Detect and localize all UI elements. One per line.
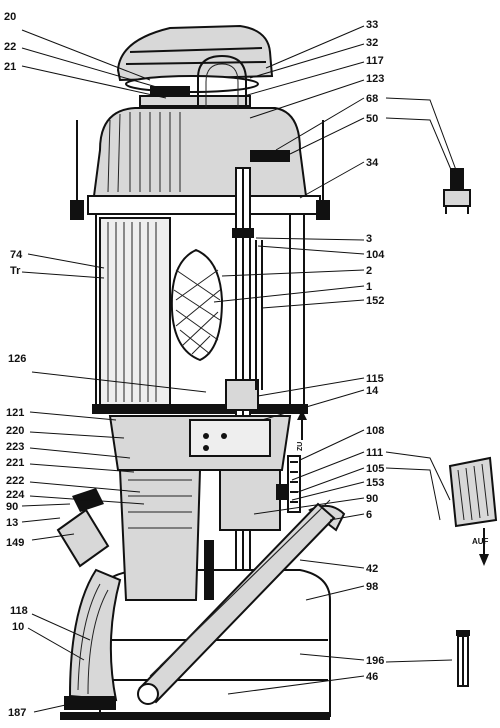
preheater — [64, 568, 122, 710]
callout-20: 20 — [4, 11, 16, 23]
annotation-auf: AUF — [472, 537, 489, 546]
callout-46: 46 — [366, 671, 378, 683]
callout-13: 13 — [6, 517, 18, 529]
callout-224: 224 — [6, 489, 25, 501]
callout-21: 21 — [4, 61, 16, 73]
callout-74: 74 — [10, 249, 23, 261]
leader-lines — [21, 25, 457, 713]
callout-2: 2 — [366, 265, 372, 277]
callout-117: 117 — [366, 55, 384, 67]
callout-126: 126 — [8, 353, 26, 365]
callout-152: 152 — [366, 295, 384, 307]
callout-187: 187 — [8, 707, 26, 719]
callout-22: 22 — [4, 41, 16, 53]
callout-3: 3 — [366, 233, 372, 245]
mantle — [170, 248, 224, 362]
callout-115: 115 — [366, 373, 384, 385]
callout-220: 220 — [6, 425, 24, 437]
callout-42: 42 — [366, 563, 378, 575]
lantern-illustration — [56, 24, 346, 720]
detail-knob-105 — [448, 456, 498, 566]
collar — [108, 410, 307, 471]
detail-needle-196 — [456, 630, 470, 687]
detail-valve-50 — [443, 168, 471, 214]
callout-labels-right: 33 32 117 123 68 50 34 3 104 2 1 152 115… — [366, 19, 385, 683]
callout-6: 6 — [366, 509, 372, 521]
callout-196: 196 — [366, 655, 384, 667]
callout-111: 111 — [366, 447, 383, 459]
callout-Tr: Tr — [10, 265, 21, 277]
callout-121: 121 — [6, 407, 24, 419]
upper-dome — [70, 107, 330, 220]
callout-33: 33 — [366, 19, 378, 31]
direction-annotations: ZU AUF — [297, 442, 489, 546]
pump-handle — [137, 499, 336, 705]
top-hood — [116, 24, 274, 107]
callout-32: 32 — [366, 37, 378, 49]
callout-108: 108 — [366, 425, 384, 437]
feed-column — [118, 469, 214, 601]
callout-104: 104 — [366, 249, 385, 261]
callout-34: 34 — [366, 157, 379, 169]
callout-222: 222 — [6, 475, 24, 487]
callout-68: 68 — [366, 93, 378, 105]
callout-118: 118 — [10, 605, 28, 617]
callout-14: 14 — [366, 385, 379, 397]
callout-123: 123 — [366, 73, 384, 85]
callout-153: 153 — [366, 477, 384, 489]
callout-223: 223 — [6, 441, 24, 453]
callout-10: 10 — [12, 621, 24, 633]
callout-labels-left: 20 22 21 74 Tr 126 121 220 223 221 222 2… — [4, 11, 28, 719]
annotation-zu: ZU — [297, 442, 304, 451]
callout-149: 149 — [6, 537, 24, 549]
callout-1: 1 — [366, 281, 372, 293]
callout-90-right: 90 — [366, 493, 378, 505]
callout-98: 98 — [366, 581, 378, 593]
callout-221: 221 — [6, 457, 24, 469]
callout-105: 105 — [366, 463, 384, 475]
callout-50: 50 — [366, 113, 378, 125]
valve-body — [219, 455, 346, 532]
callout-90-left: 90 — [6, 501, 18, 513]
